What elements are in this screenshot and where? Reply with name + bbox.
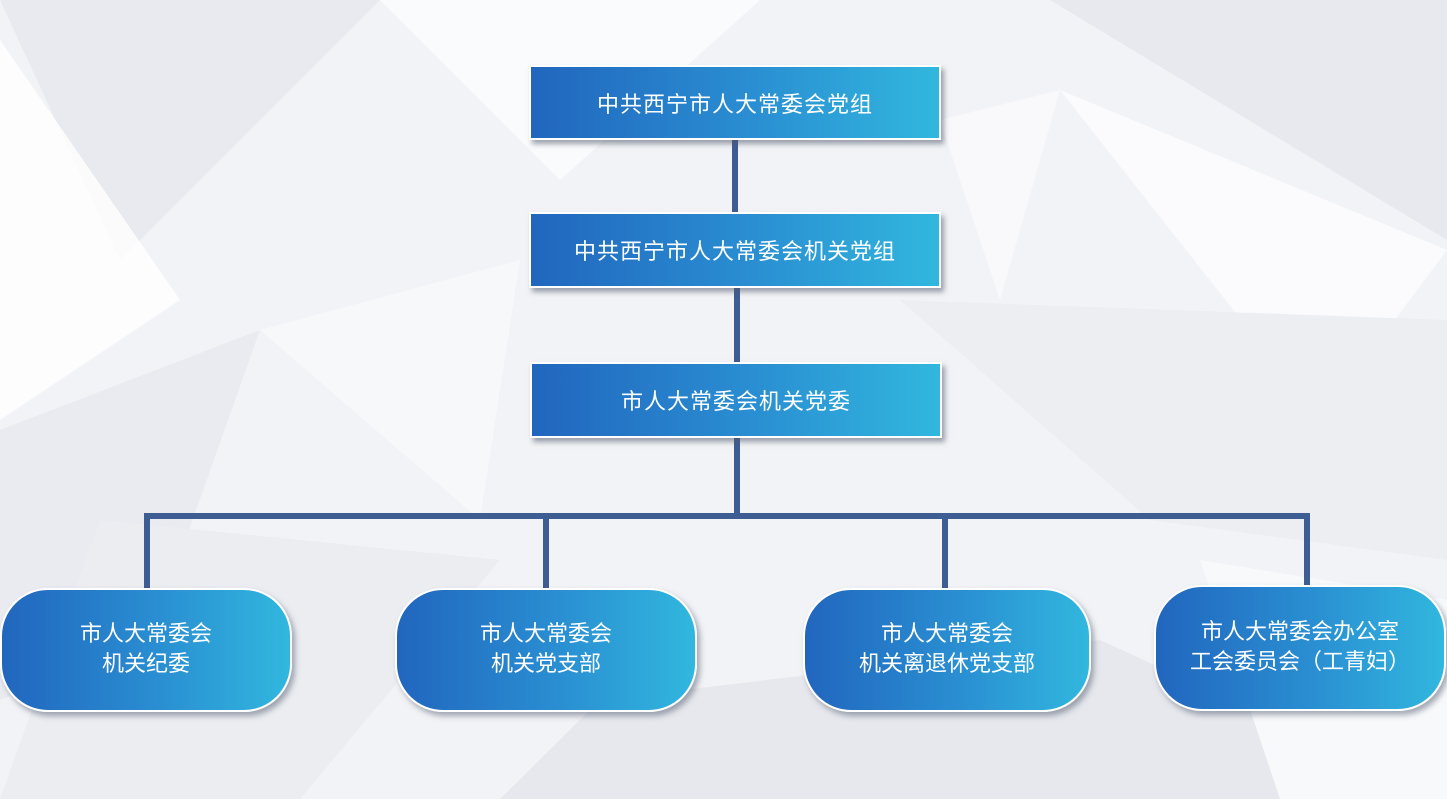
node-trade-union-line1: 市人大常委会办公室 (1200, 620, 1399, 645)
node-party-group: 中共西宁市人大常委会党组 (529, 65, 941, 140)
node-discipline-committee-line1: 市人大常委会 (79, 622, 212, 647)
node-discipline-committee: 市人大常委会 机关纪委 (0, 588, 292, 712)
node-organ-party-committee: 市人大常委会机关党委 (530, 362, 942, 438)
node-organ-party-group-label: 中共西宁市人大常委会机关党组 (573, 240, 896, 265)
node-party-branch-line1: 市人大常委会 (479, 622, 612, 647)
node-trade-union: 市人大常委会办公室 工会委员会（工青妇） (1154, 585, 1446, 711)
node-party-branch-line2: 机关党支部 (490, 652, 601, 677)
node-discipline-committee-line2: 机关纪委 (101, 652, 190, 677)
node-retired-party-branch-line2: 机关离退休党支部 (858, 652, 1035, 677)
node-party-group-label: 中共西宁市人大常委会党组 (596, 92, 873, 118)
node-trade-union-line2: 工会委员会（工青妇） (1189, 650, 1410, 675)
node-organ-party-committee-label: 市人大常委会机关党委 (620, 390, 851, 415)
node-party-branch: 市人大常委会 机关党支部 (395, 588, 697, 712)
node-organ-party-group: 中共西宁市人大常委会机关党组 (529, 212, 941, 288)
node-retired-party-branch: 市人大常委会 机关离退休党支部 (803, 588, 1091, 712)
node-retired-party-branch-line1: 市人大常委会 (880, 622, 1013, 647)
